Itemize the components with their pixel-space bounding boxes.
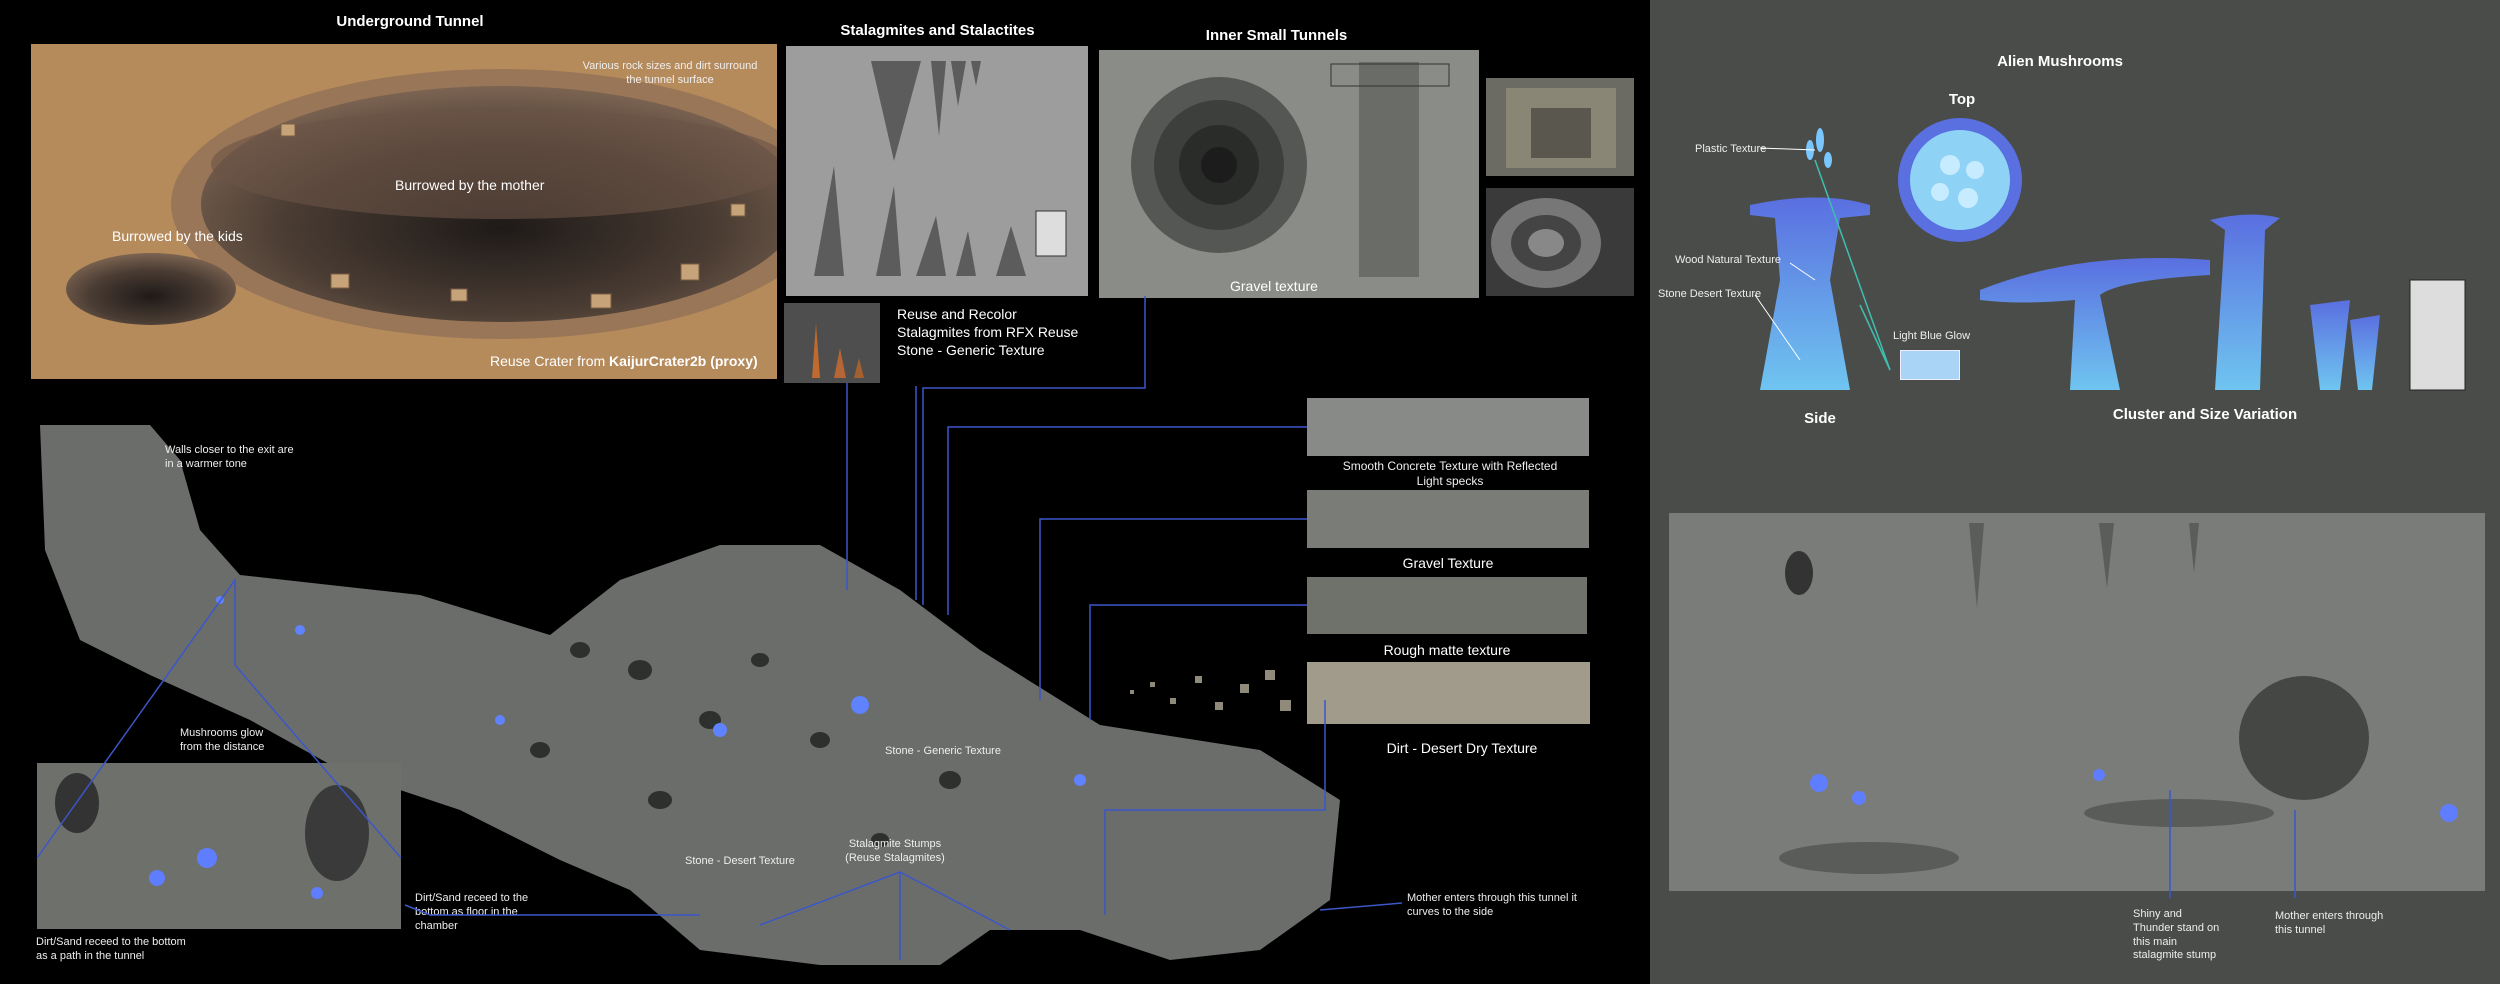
- stalag-title: Stalagmites and Stalactites: [840, 22, 1035, 39]
- mushroom-callouts: [1754, 147, 1891, 371]
- stalag-reuse-line2: Stalagmites from RFX Reuse: [897, 324, 1079, 340]
- map-mother-enters: Mother enters through this tunnel it cur…: [1407, 892, 1577, 918]
- map-mushrooms-glow: Mushrooms glow from the distance: [180, 727, 265, 753]
- tunnel-label-mother: Burrowed by the mother: [395, 177, 545, 193]
- rough-matte-label: Rough matte texture: [1383, 642, 1511, 658]
- mushroom-wood-label: Wood Natural Texture: [1675, 254, 1781, 266]
- tunnel-rock-note: Various rock sizes and dirt surround the…: [582, 60, 758, 86]
- mushroom-stone-label: Stone Desert Texture: [1658, 288, 1762, 300]
- map-dirt-path: Dirt/Sand receed to the bottom as a path…: [36, 936, 186, 962]
- scene-callouts: [2169, 790, 2296, 898]
- dirt-desert-swatch: [1120, 662, 1590, 724]
- tunnel-title: Underground Tunnel: [336, 13, 484, 30]
- tunnel-map: [0, 420, 1350, 980]
- mushroom-artwork: [1650, 110, 2500, 410]
- crater-artwork: [31, 44, 777, 379]
- tunnel-label-kids: Burrowed by the kids: [112, 228, 243, 244]
- inner-ref-photo-1: [1486, 78, 1634, 176]
- connector-lines: [36, 296, 1403, 960]
- map-dirt-floor: Dirt/Sand receed to the bottom as floor …: [415, 892, 529, 932]
- inner-title: Inner Small Tunnels: [1205, 27, 1348, 44]
- mushroom-side-title: Side: [1804, 410, 1836, 427]
- stalag-reuse-line3: Stone - Generic Texture: [897, 342, 1045, 358]
- map-stumps: Stalagmite Stumps (Reuse Stalagmites): [845, 838, 945, 864]
- glow-color-swatch: [1900, 350, 1960, 380]
- inner-tunnel-artwork: [1099, 50, 1479, 298]
- chamber-scene-render: [1669, 513, 2485, 891]
- gravel-label: Gravel Texture: [1402, 555, 1494, 571]
- scene-shiny-thunder: Shiny and Thunder stand on this main sta…: [2133, 908, 2220, 962]
- map-walls-note: Walls closer to the exit are in a warmer…: [165, 444, 294, 470]
- rough-matte-swatch: [1307, 577, 1587, 634]
- mushroom-top-title: Top: [1948, 91, 1976, 108]
- mushroom-cluster-title: Cluster and Size Variation: [2112, 406, 2298, 423]
- inner-gravel-label: Gravel texture: [1230, 278, 1318, 294]
- gravel-swatch: [1307, 490, 1589, 548]
- map-stone-generic: Stone - Generic Texture: [885, 745, 1001, 757]
- smooth-concrete-swatch: [1307, 398, 1589, 456]
- stalag-recolor-swatch: [784, 303, 880, 383]
- inner-ref-photo-2: [1486, 188, 1634, 296]
- map-stone-desert: Stone - Desert Texture: [685, 855, 795, 867]
- dirt-desert-label: Dirt - Desert Dry Texture: [1386, 740, 1538, 756]
- stalag-artwork: [786, 46, 1088, 296]
- smooth-concrete-label: Smooth Concrete Texture with Reflected L…: [1342, 459, 1558, 488]
- tunnel-reuse-note: Reuse Crater from KaijurCrater2b (proxy): [490, 353, 758, 369]
- stalag-reuse-line1: Reuse and Recolor: [897, 306, 1017, 322]
- mushroom-glow-label: Light Blue Glow: [1893, 330, 1971, 342]
- mushroom-plastic-label: Plastic Texture: [1695, 143, 1767, 155]
- mushroom-title: Alien Mushrooms: [1997, 53, 2123, 70]
- scene-mother-enters: Mother enters through this tunnel: [2275, 910, 2384, 936]
